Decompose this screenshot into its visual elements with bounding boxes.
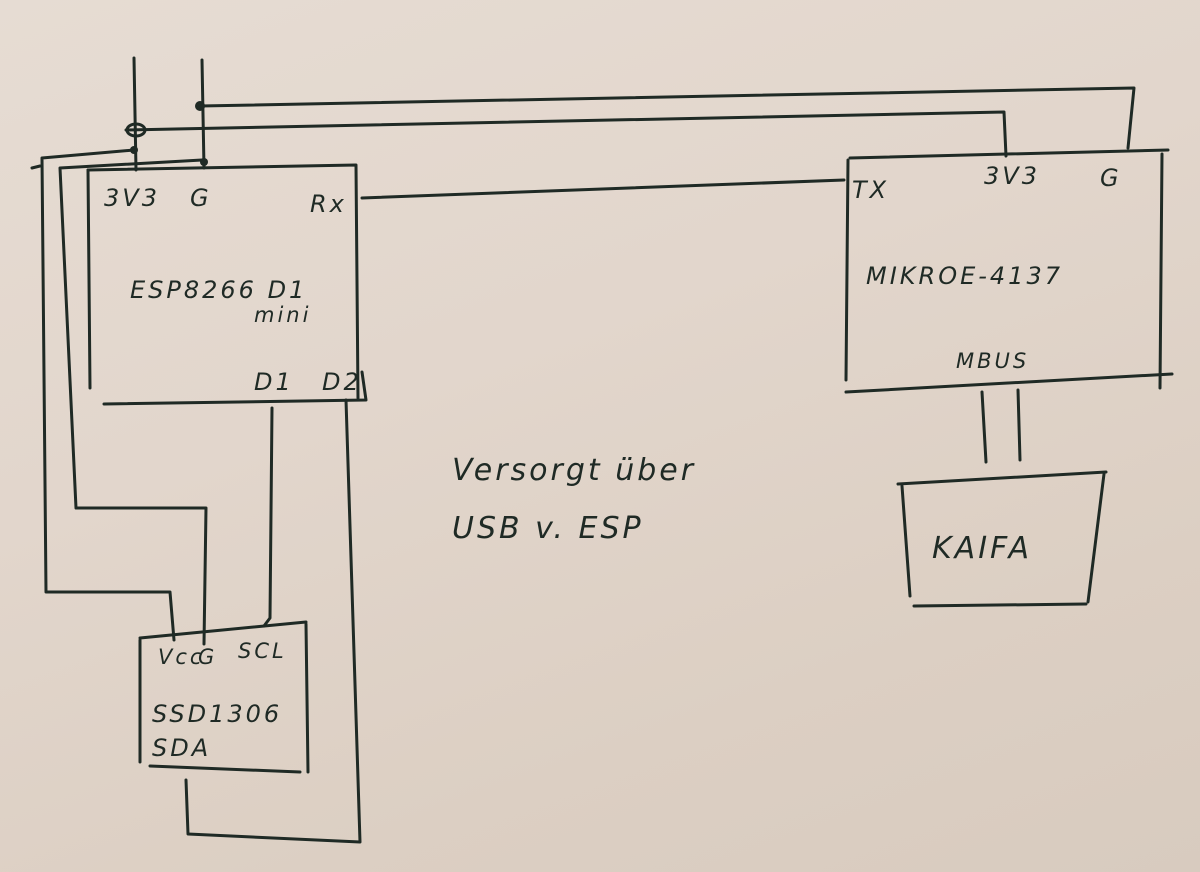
esp-board-outline-left — [86, 168, 92, 390]
junction-dot — [130, 146, 138, 154]
supply-note-line2: USB v. ESP — [452, 511, 644, 546]
wire-3v3-rail — [124, 110, 1008, 158]
kaifa-box — [896, 470, 1108, 608]
mikroe-outline-right — [1158, 152, 1164, 390]
wire-g-stub — [200, 58, 206, 170]
mikroe-outline-left — [844, 158, 850, 382]
kaifa-outline-right — [1086, 472, 1106, 604]
wire-mbus-2 — [1016, 388, 1022, 462]
kaifa-outline-bottom — [912, 602, 1088, 608]
esp-pin-d1: D1 — [254, 368, 294, 396]
wire-gnd-to-display — [58, 158, 208, 646]
ssd1306-board — [138, 620, 310, 774]
display-pin-sda: SDA — [152, 734, 211, 762]
esp-pin-g: G — [190, 184, 212, 212]
wire-d1-to-scl — [262, 406, 274, 628]
wire-d2-to-sda — [184, 398, 362, 844]
mikroe-pin-g: G — [1100, 164, 1122, 192]
mikroe-outline-bottom — [844, 372, 1174, 394]
wire-vcc-to-display — [40, 148, 176, 642]
supply-note-line1: Versorgt über — [452, 453, 696, 488]
esp-board-outline-top-right — [86, 163, 360, 400]
display-outline-top — [138, 620, 308, 640]
kaifa-outline-top — [896, 470, 1108, 486]
wire-crossing-loop — [125, 122, 147, 138]
display-pin-g: G — [198, 645, 217, 669]
mikroe-pin-mbus: MBUS — [956, 349, 1029, 373]
mikroe-pin-3v3: 3V3 — [984, 162, 1040, 190]
mikroe-name: MIKROE-4137 — [866, 262, 1063, 290]
esp-pin-d2: D2 — [322, 368, 362, 396]
esp-name-suffix: mini — [254, 303, 311, 327]
esp-pin-rx: Rx — [310, 190, 347, 218]
mikroe-outline-top — [848, 148, 1170, 160]
display-pin-scl: SCL — [238, 639, 287, 663]
esp-name: ESP8266 D1 — [130, 276, 307, 304]
display-outline-right — [304, 622, 310, 774]
wire-stub-left — [30, 164, 42, 170]
kaifa-outline-left — [900, 484, 912, 598]
esp-pin-3v3: 3V3 — [104, 184, 160, 212]
display-pin-vcc: Vcc — [158, 645, 204, 669]
display-name: SSD1306 — [152, 700, 282, 728]
mikroe-board — [844, 148, 1174, 394]
wire-mbus-1 — [980, 390, 988, 464]
esp-board — [86, 163, 368, 406]
display-outline-bottom — [148, 764, 302, 774]
wire-ground-rail — [198, 86, 1136, 150]
wire-rx-tx — [360, 178, 846, 200]
junction-dot — [195, 101, 205, 111]
junction-dot — [200, 158, 208, 166]
kaifa-label: KAIFA — [932, 531, 1032, 566]
esp-board-outline-bottom — [102, 370, 368, 406]
mikroe-pin-tx: TX — [852, 176, 889, 204]
